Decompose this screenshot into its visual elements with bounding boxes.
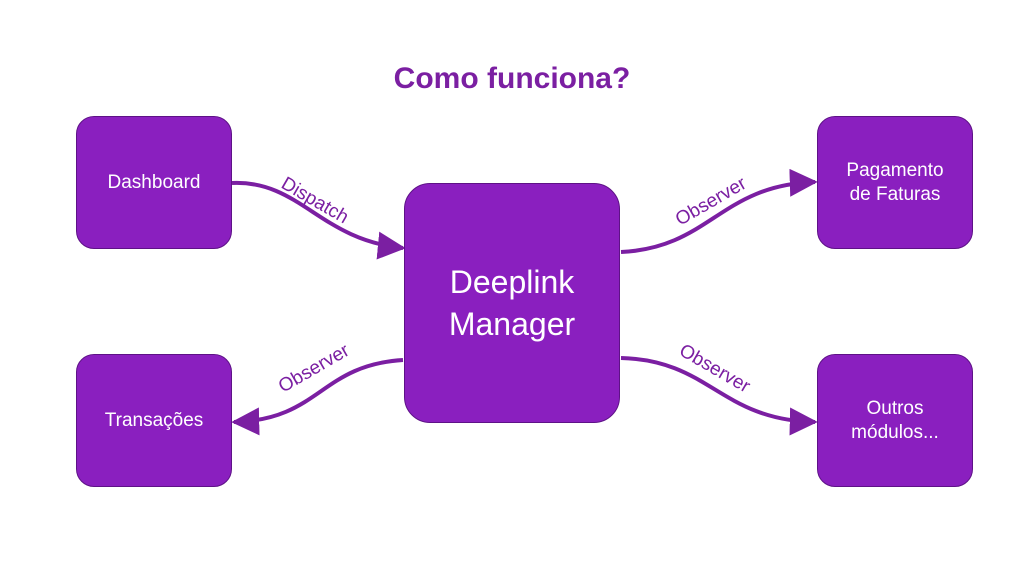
node-pagamento: Pagamento de Faturas bbox=[817, 116, 973, 249]
node-dashboard-label: Dashboard bbox=[107, 171, 201, 193]
label-observer-left: Observer bbox=[275, 340, 354, 398]
node-outros: Outros módulos... bbox=[817, 354, 973, 487]
node-dashboard: Dashboard bbox=[76, 116, 232, 249]
arrow-observer-outros bbox=[620, 356, 818, 436]
node-manager-label: Deeplink Manager bbox=[448, 264, 576, 342]
node-transacoes-label: Transações bbox=[104, 409, 204, 431]
arrow-dispatch bbox=[231, 180, 406, 260]
arrow-observer-transacoes bbox=[231, 358, 404, 436]
node-transacoes: Transações bbox=[76, 354, 232, 487]
label-dispatch: Dispatch bbox=[278, 173, 353, 228]
node-outros-label: Outros módulos... bbox=[851, 397, 939, 443]
node-pagamento-label: Pagamento de Faturas bbox=[846, 159, 944, 205]
diagram-title: Como funciona? bbox=[393, 62, 631, 95]
arrow-observer-pagamento bbox=[620, 168, 818, 254]
node-deeplink-manager: Deeplink Manager bbox=[404, 183, 620, 423]
